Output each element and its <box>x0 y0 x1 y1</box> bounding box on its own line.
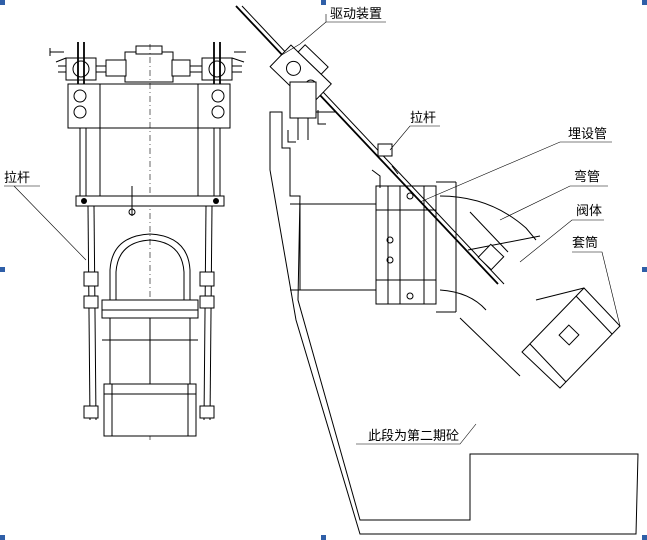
bottom-sleeve <box>103 383 197 437</box>
front-elevation-view: 拉杆 <box>4 42 246 440</box>
label-pull-rod-left: 拉杆 <box>4 171 30 186</box>
label-second-stage-concrete: 此段为第二期砼 <box>368 429 459 444</box>
label-sleeve: 套筒 <box>572 235 598 251</box>
label-valve-body: 阀体 <box>576 204 602 219</box>
head-block <box>67 83 231 129</box>
inclined-pull-rod <box>235 5 499 285</box>
label-drive-device: 驱动装置 <box>330 7 382 22</box>
yoke-plate <box>75 195 225 207</box>
label-elbow: 弯管 <box>574 169 600 185</box>
label-pull-rod-right: 拉杆 <box>410 111 436 126</box>
sleeve <box>521 287 621 389</box>
valve-body <box>459 235 541 377</box>
valve-arch <box>101 233 199 388</box>
label-embedded-pipe: 埋设管 <box>568 127 607 142</box>
embedded-pipe-flange <box>375 185 437 305</box>
side-section-view: 驱动装置 拉杆 埋设管 弯管 阀体 套筒 此段为第二期砼 <box>235 5 639 535</box>
top-drive-assembly <box>49 42 246 84</box>
elbow-pipe <box>439 195 537 241</box>
concrete-outline <box>269 111 639 535</box>
